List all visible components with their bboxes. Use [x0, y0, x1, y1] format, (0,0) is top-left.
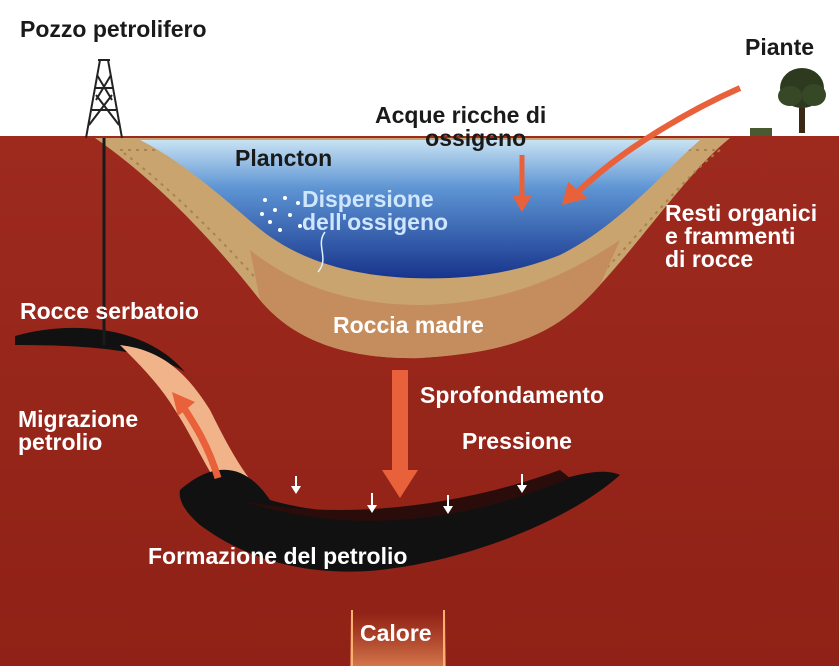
label-plants: Piante [745, 34, 815, 60]
label-plankton: Plancton [235, 145, 333, 171]
label-source-rock: Roccia madre [333, 312, 484, 338]
label-dispersion-line1: Dispersione [302, 186, 434, 212]
oxygen-arrow [512, 155, 532, 212]
oxygen-dispersion-dots [260, 196, 302, 232]
label-migration-line1: Migrazione [18, 406, 139, 432]
sediment-texture [117, 149, 723, 347]
label-reservoir: Rocce serbatoio [20, 298, 199, 324]
label-organic-line3: di rocce [665, 246, 754, 272]
migration-arrow [172, 392, 222, 480]
label-pressure: Pressione [462, 428, 572, 454]
label-dispersion-line2: dell'ossigeno [302, 209, 449, 235]
oil-formation-thin [240, 470, 570, 521]
tree [778, 68, 826, 133]
pressure-arrows [291, 474, 527, 514]
source-rock-layer [250, 240, 620, 359]
label-organic-line1: Resti organici [665, 200, 818, 226]
label-migration-line2: petrolio [18, 429, 103, 455]
label-formation: Formazione del petrolio [148, 543, 408, 569]
label-well: Pozzo petrolifero [20, 16, 207, 42]
label-migration: Migrazione petrolio [18, 408, 138, 454]
reservoir-rock [15, 327, 185, 372]
label-organic-line2: e frammenti [665, 223, 796, 249]
label-heat: Calore [360, 620, 432, 646]
migration-channel [120, 345, 290, 520]
oxygen-line [317, 231, 326, 273]
heat-indicator [350, 610, 446, 666]
runoff-arrow [562, 85, 742, 205]
sky [0, 0, 839, 140]
water [140, 140, 700, 279]
label-organic: Resti organici e frammenti di rocce [665, 202, 817, 271]
oil-derrick [85, 59, 123, 139]
grass-patch [750, 128, 772, 136]
label-oxygen-water-line2: ossigeno [425, 125, 527, 151]
label-oxygen-water: Acque ricche di ossigeno [375, 104, 546, 150]
label-oxygen-water-line1: Acque ricche di [375, 102, 547, 128]
label-sinking: Sprofondamento [420, 382, 604, 408]
label-dispersion: Dispersione dell'ossigeno [302, 188, 448, 234]
sinking-arrow [382, 370, 418, 498]
